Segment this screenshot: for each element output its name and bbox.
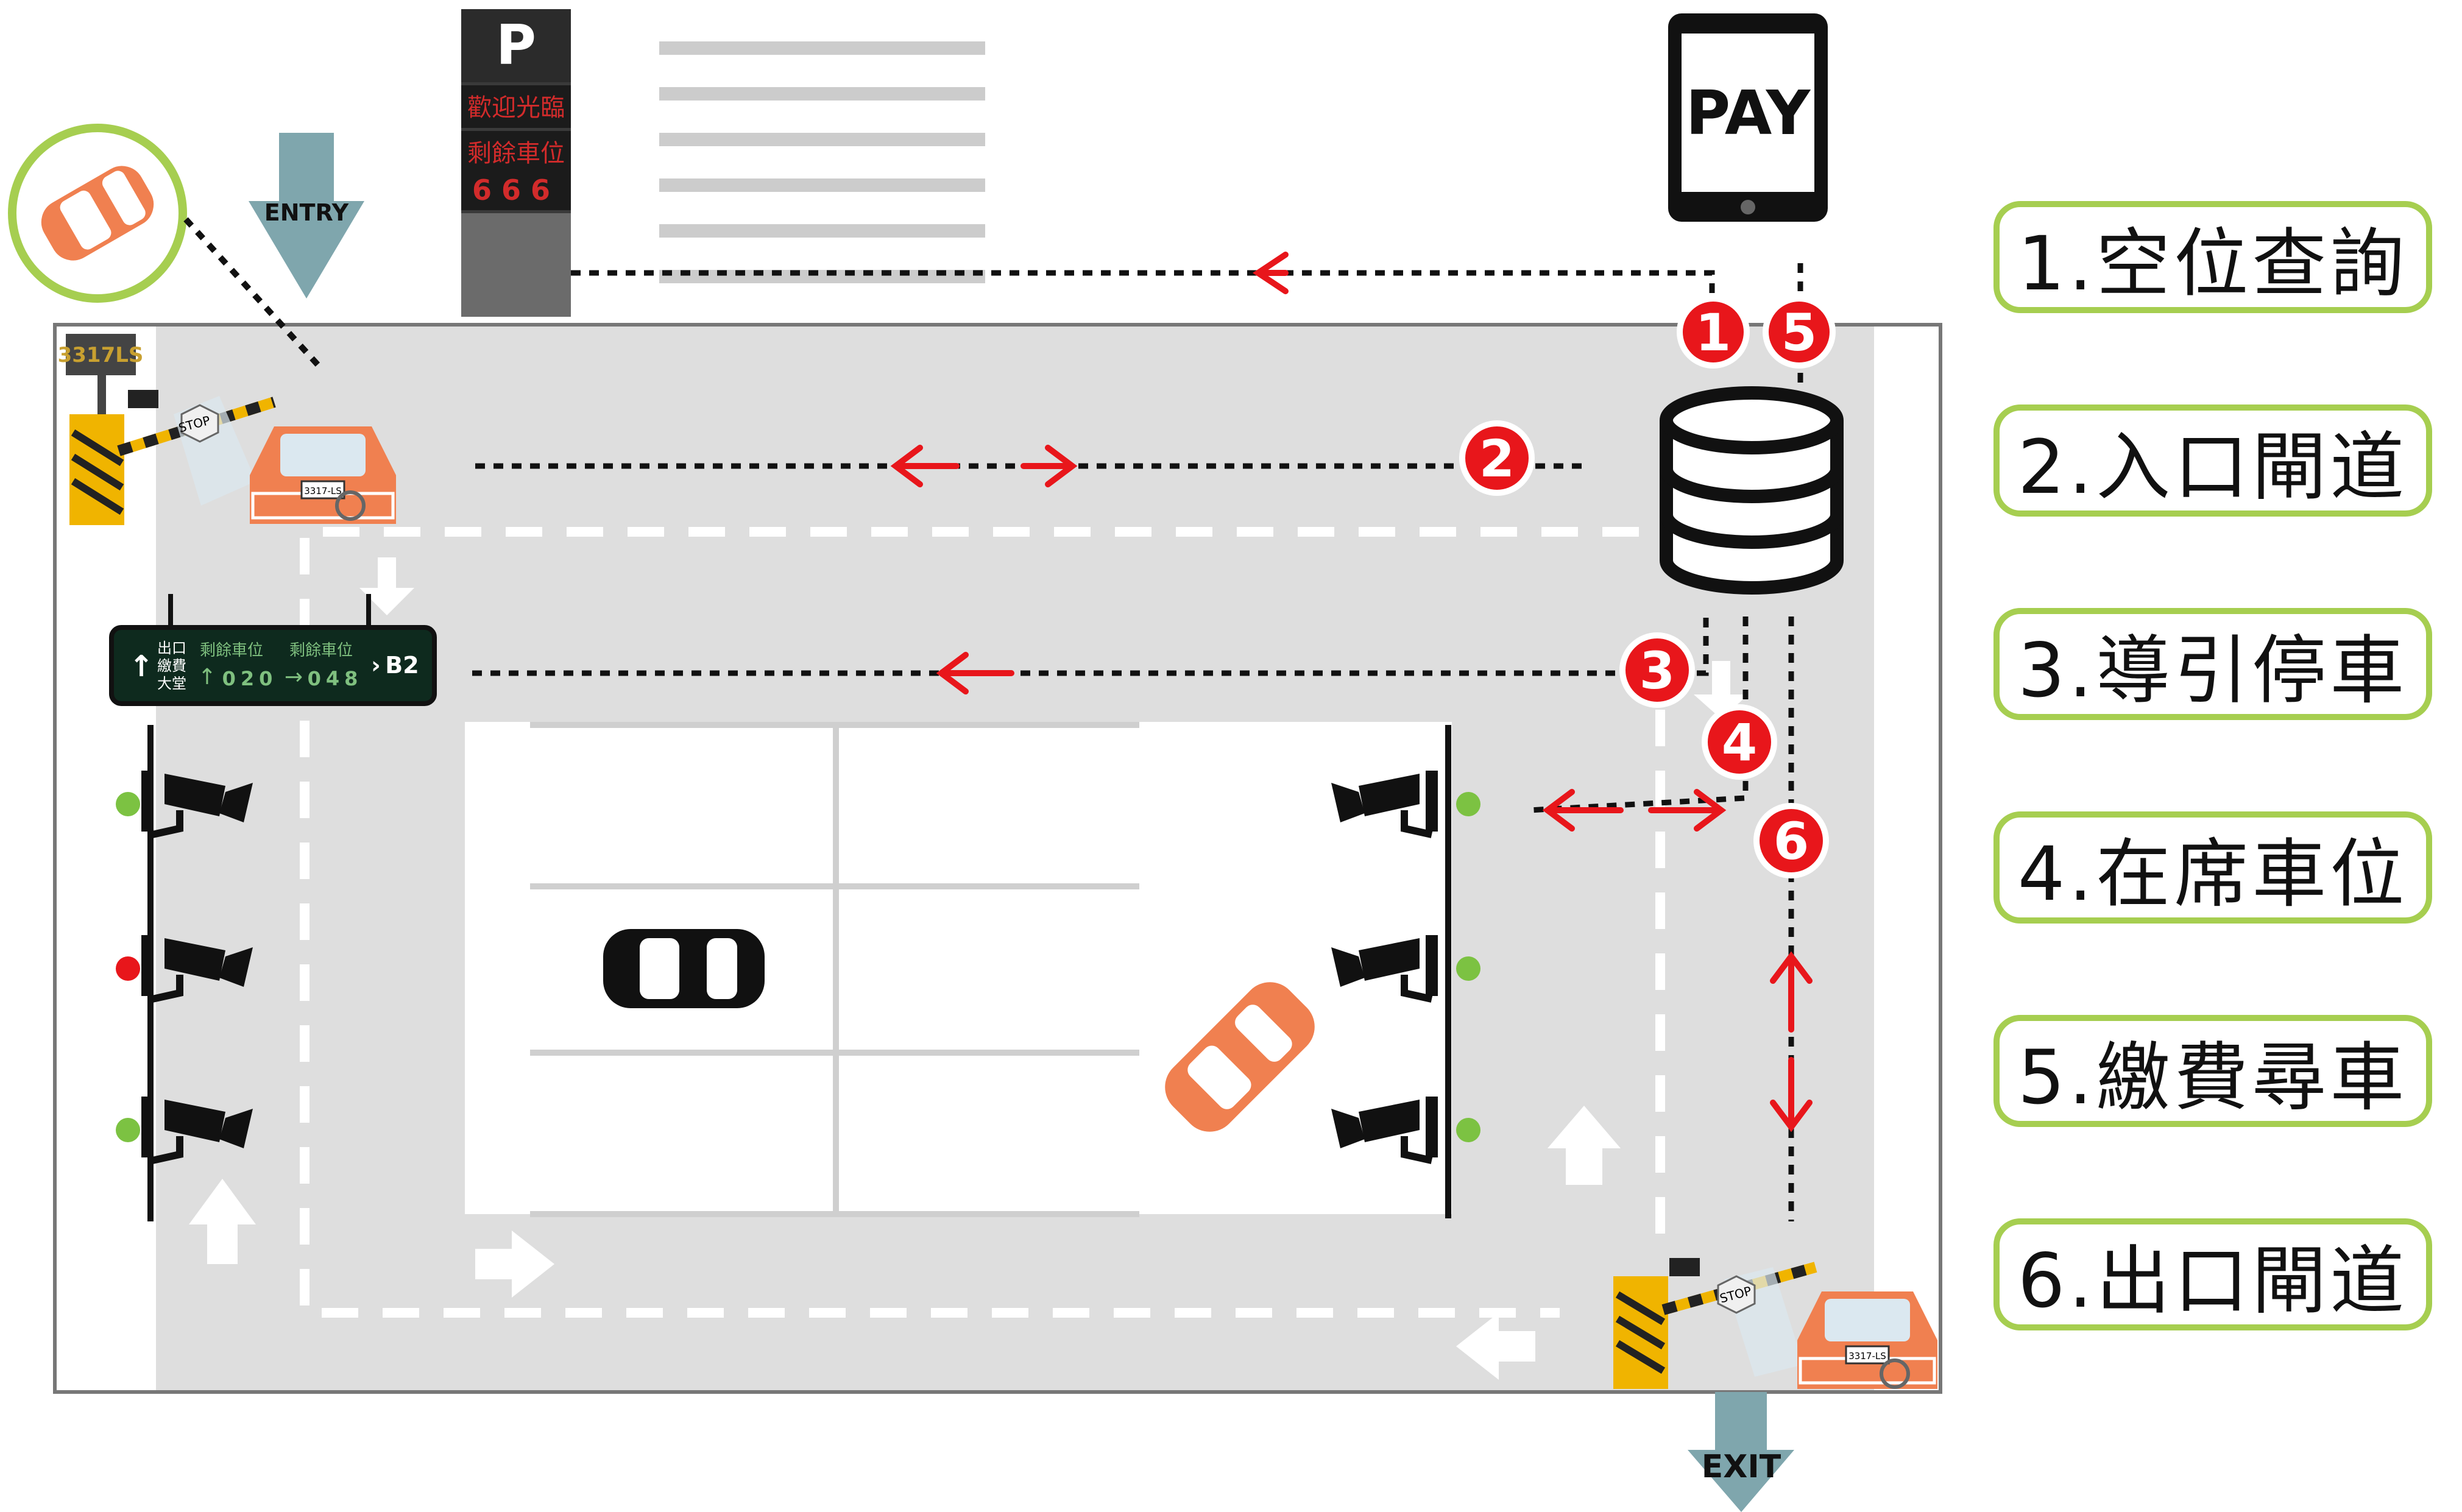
floor-arrows <box>189 557 1749 1380</box>
legend-item-3: 3.導引停車 <box>1993 608 2432 720</box>
parking-p-label: P <box>496 13 536 77</box>
svg-text:→: → <box>285 665 303 690</box>
exit-car: 3317-LS <box>1797 1291 1937 1389</box>
down-arrow-icon <box>1694 661 1749 719</box>
right-camera-column <box>1331 725 1480 1218</box>
legend-item-1: 1.空位查詢 <box>1993 201 2432 313</box>
svg-text:3: 3 <box>1640 641 1675 701</box>
parking-sign-tower: P 歡迎光臨 剩餘車位 666 <box>461 9 571 317</box>
marker-3: 3 <box>1619 632 1695 708</box>
up-arrow-icon <box>189 1179 256 1264</box>
svg-text:↑: ↑ <box>198 665 216 690</box>
parking-lot <box>53 323 1942 1394</box>
svg-text:5: 5 <box>1781 303 1817 362</box>
legend-item-2: 2.入口閘道 <box>1993 404 2432 517</box>
step-markers: 1 5 2 3 4 6 <box>1459 295 1836 878</box>
marker-2: 2 <box>1459 420 1535 496</box>
marker-6: 6 <box>1753 803 1829 878</box>
legend-item-5: 5.繳費尋車 <box>1993 1015 2432 1127</box>
exit-arrow: EXIT <box>1688 1392 1794 1512</box>
entry-gate: 3317LS STOP <box>58 334 276 525</box>
database-icon <box>1660 386 1844 595</box>
entry-plate: 3317-LS <box>304 486 341 496</box>
entry-car-callout <box>8 124 325 373</box>
guide-rem1-value: 020 <box>222 667 278 690</box>
guide-sign: ↑ 出口 繳費 大堂 剩餘車位 ↑ 020 剩餘車位 → 048 B2 › <box>109 594 437 706</box>
guide-dir3: 大堂 <box>157 675 186 692</box>
svg-text:4: 4 <box>1722 713 1757 772</box>
entry-car: 3317-LS <box>250 426 396 524</box>
welcome-text: 歡迎光臨 <box>467 94 565 122</box>
exit-label: EXIT <box>1702 1449 1781 1485</box>
marker-5: 5 <box>1763 295 1836 369</box>
pay-tablet: PAY <box>1668 13 1828 222</box>
legend-item-4: 4.在席車位 <box>1993 811 2432 924</box>
right-arrow-icon <box>475 1231 554 1298</box>
exit-gate: STOP <box>1613 1258 1817 1389</box>
svg-text:›: › <box>371 652 381 679</box>
pay-label: PAY <box>1686 77 1811 149</box>
guide-rem2-value: 048 <box>308 667 363 690</box>
svg-text:6: 6 <box>1774 811 1809 871</box>
red-arrows <box>890 252 1813 1132</box>
remaining-label: 剩餘車位 <box>467 140 565 168</box>
marker-1: 1 <box>1677 295 1750 369</box>
left-camera-column <box>116 725 253 1221</box>
svg-text:1: 1 <box>1696 303 1731 362</box>
exit-plate: 3317-LS <box>1848 1351 1886 1362</box>
gate-display: 3317LS <box>58 343 144 367</box>
parked-car <box>603 929 765 1008</box>
guide-level: B2 <box>385 652 419 679</box>
moving-car <box>1165 982 1315 1132</box>
guide-rem1-label: 剩餘車位 <box>200 641 263 660</box>
up-arrow-icon <box>1548 1106 1621 1185</box>
down-arrow-icon <box>359 557 414 615</box>
marker-4: 4 <box>1702 704 1777 780</box>
guide-dir2: 繳費 <box>157 657 186 674</box>
svg-text:2: 2 <box>1479 429 1515 489</box>
svg-text:↑: ↑ <box>129 649 154 684</box>
remaining-count: 666 <box>472 174 560 207</box>
entry-arrow: ENTRY <box>249 133 364 299</box>
entry-label: ENTRY <box>264 199 349 226</box>
left-arrow-icon <box>1456 1313 1535 1380</box>
legend-item-6: 6.出口閘道 <box>1993 1218 2432 1330</box>
guide-dir1: 出口 <box>157 640 186 657</box>
crosswalk <box>659 41 985 283</box>
guide-rem2-label: 剩餘車位 <box>289 641 353 660</box>
